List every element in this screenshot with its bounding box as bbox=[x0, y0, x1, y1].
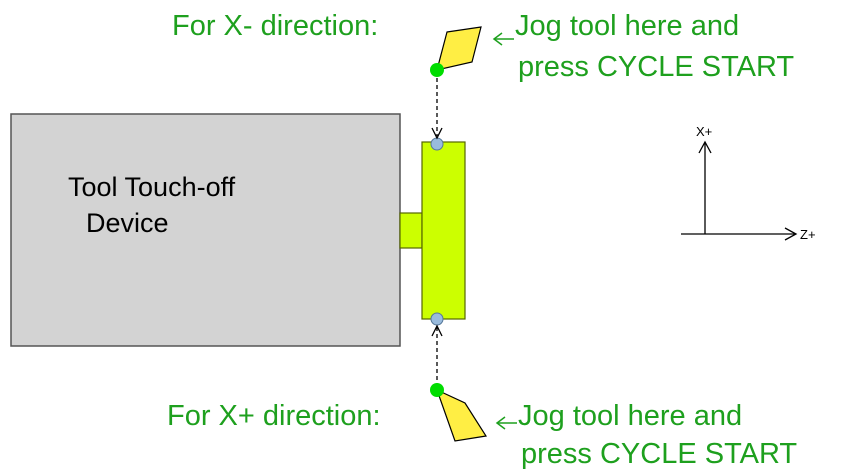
top-instruction-line1: Jog tool here and bbox=[515, 10, 739, 42]
device-label-line2: Device bbox=[86, 208, 169, 238]
top-approach-arrowhead bbox=[431, 127, 443, 140]
bottom-direction-label: For X+ direction: bbox=[167, 400, 381, 432]
top-pointer-arrowhead bbox=[492, 32, 503, 46]
device-label-line1: Tool Touch-off bbox=[68, 172, 236, 202]
touch-off-device-body bbox=[10, 113, 401, 347]
bottom-pointer-arrowhead bbox=[495, 416, 506, 430]
bottom-contact-point bbox=[430, 383, 444, 397]
top-instruction-line2: press CYCLE START bbox=[518, 51, 794, 83]
top-contact-point bbox=[430, 63, 444, 77]
top-direction-label: For X- direction: bbox=[172, 10, 378, 42]
z-axis-arrowhead bbox=[784, 227, 798, 241]
z-axis-label: Z+ bbox=[800, 227, 816, 242]
bottom-approach-arrowhead bbox=[431, 324, 443, 337]
bottom-instruction-line2: press CYCLE START bbox=[521, 438, 797, 470]
bottom-instruction-line1: Jog tool here and bbox=[518, 400, 742, 432]
touch-paddle bbox=[421, 141, 466, 320]
x-axis-arrowhead bbox=[698, 140, 712, 154]
bottom-touch-point bbox=[430, 312, 444, 326]
top-touch-point bbox=[430, 137, 444, 151]
top-tool-insert bbox=[436, 26, 482, 71]
bottom-tool-insert bbox=[435, 388, 487, 442]
x-axis-label: X+ bbox=[696, 124, 712, 139]
connector-stub bbox=[399, 212, 423, 249]
